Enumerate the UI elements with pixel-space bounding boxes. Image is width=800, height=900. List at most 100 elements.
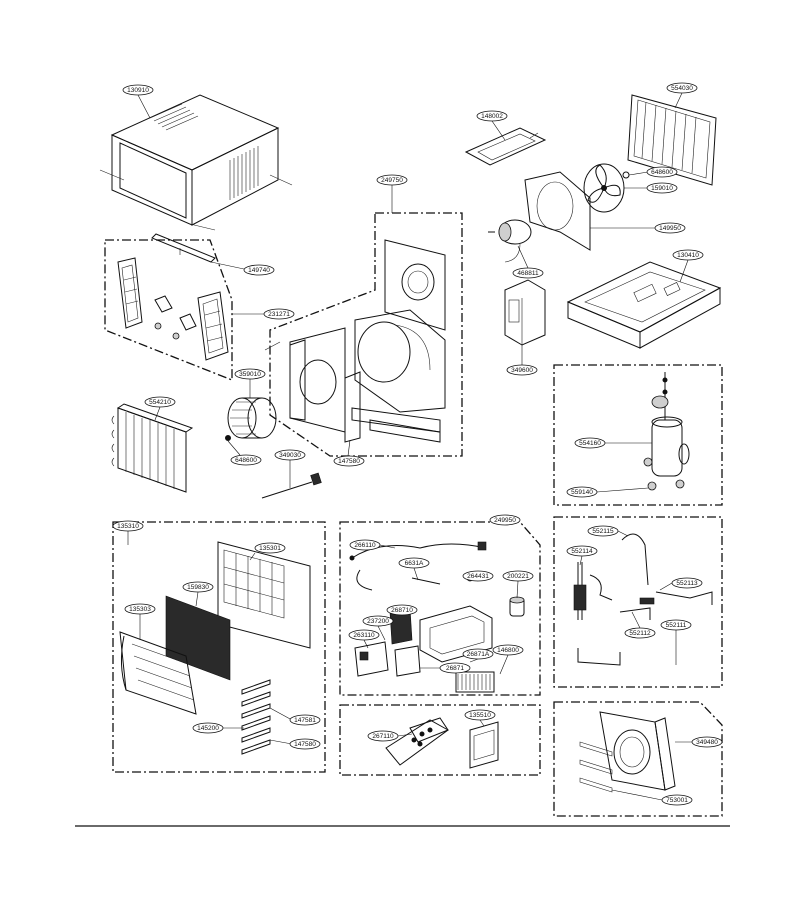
label-blower-nut: 648600 (235, 457, 257, 464)
section-control-box (339, 521, 541, 696)
label-fan-nut: 648600 (651, 169, 673, 176)
drain-hose (261, 472, 322, 499)
section-partition (553, 701, 723, 817)
callout-grille-frame (254, 542, 286, 554)
label-tube-1: 552115 (592, 528, 614, 535)
blower-wheel (225, 397, 277, 441)
callout-compressor (574, 437, 606, 449)
label-motor-mount: 349600 (511, 367, 533, 374)
callout-thermistor (398, 557, 430, 569)
label-relay: 268710 (391, 607, 413, 614)
callout-tube-2 (566, 545, 598, 557)
callout-main-pcb (462, 648, 494, 660)
evaporator (111, 403, 194, 493)
motor (488, 219, 532, 263)
label-condenser: 554030 (671, 85, 693, 92)
section-front-assembly (112, 521, 326, 773)
callout-partition (691, 736, 723, 748)
section-remote (339, 704, 541, 776)
callout-filter (182, 581, 214, 593)
callout-tube-5 (660, 619, 692, 631)
callout-remote-holder (464, 709, 496, 721)
label-control-box: 249950 (494, 517, 516, 524)
top-cover (464, 127, 547, 166)
label-partition: 349480 (696, 739, 718, 746)
label-main-pcb: 26871A (467, 651, 490, 658)
label-motor: 468811 (517, 270, 539, 277)
label-drain-hose: 349030 (279, 452, 301, 459)
label-scroll-assembly: 249750 (381, 177, 403, 184)
label-tube-5: 552111 (666, 622, 687, 629)
callout-motor (512, 267, 544, 279)
section-outlines (104, 212, 723, 817)
label-display-pcb: 263110 (353, 632, 375, 639)
callout-grommet (566, 486, 598, 498)
label-front-panel: 135303 (129, 606, 151, 613)
callout-relay (386, 604, 418, 616)
callout-louver-lower (289, 738, 321, 750)
label-louver-lower: 147580 (294, 741, 316, 748)
callout-top-cover (476, 110, 508, 122)
section-side-panels (104, 239, 233, 381)
section-scroll-assembly (269, 212, 463, 457)
cabinet (99, 94, 293, 231)
shroud (524, 171, 591, 251)
callout-terminal (439, 662, 471, 674)
remote-control (385, 717, 499, 769)
front-assembly (119, 541, 311, 755)
label-evaporator: 554210 (149, 399, 171, 406)
label-hardware: 753001 (666, 797, 688, 804)
label-shroud: 149950 (659, 225, 681, 232)
label-grille-frame: 135301 (259, 545, 281, 552)
callout-front-assembly (112, 520, 144, 532)
label-grommet: 559140 (571, 489, 593, 496)
base-pan (566, 261, 722, 349)
label-capacitor: 200221 (507, 573, 529, 580)
label-base-pan: 130410 (677, 252, 699, 259)
callout-front-panel (124, 603, 156, 615)
condenser-coil (627, 94, 717, 186)
label-fuse: 146800 (497, 647, 519, 654)
label-blower-wheel: 359010 (239, 371, 261, 378)
label-prop-fan: 159010 (651, 185, 673, 192)
callout-prop-fan (646, 182, 678, 194)
label-capacitor-clip: 264431 (467, 573, 489, 580)
callout-tube-4 (624, 627, 656, 639)
label-power-cord: 237200 (367, 618, 389, 625)
callout-fan-nut (646, 166, 678, 178)
callout-control-box (489, 514, 521, 526)
label-top-cover: 148002 (481, 113, 503, 120)
callout-louver-upper (289, 714, 321, 726)
label-wire-harness: 266110 (354, 542, 376, 549)
motor-mount (504, 279, 546, 346)
tubing (573, 533, 713, 666)
callout-tube-3 (671, 577, 703, 589)
compressor (643, 372, 690, 491)
label-thermistor: 6631A (405, 560, 424, 567)
callout-tube-1 (587, 525, 619, 537)
rail (151, 233, 216, 263)
callouts: 130910 148002 554030 648600 159010 14995… (112, 82, 723, 806)
label-side-panels: 231271 (268, 311, 290, 318)
partition (579, 711, 676, 793)
label-front-assembly: 135310 (117, 523, 139, 530)
callout-cabinet (122, 84, 154, 96)
side-panels (117, 257, 229, 361)
callout-blower-wheel (234, 368, 266, 380)
label-rail: 149740 (248, 267, 270, 274)
callout-condenser (666, 82, 698, 94)
callout-capacitor-clip (462, 570, 494, 582)
callout-side-panels (263, 308, 295, 320)
callout-hardware (661, 794, 693, 806)
callout-front-panel-hw (192, 722, 224, 734)
label-remote: 267110 (372, 733, 394, 740)
label-terminal: 26871 (446, 665, 464, 672)
label-tube-4: 552112 (629, 630, 651, 637)
callout-motor-mount (506, 364, 538, 376)
section-tubing (553, 516, 723, 688)
callout-base-pan (672, 249, 704, 261)
label-filter: 159830 (187, 584, 209, 591)
callout-wire-harness (349, 539, 381, 551)
label-remote-holder: 135510 (469, 712, 491, 719)
